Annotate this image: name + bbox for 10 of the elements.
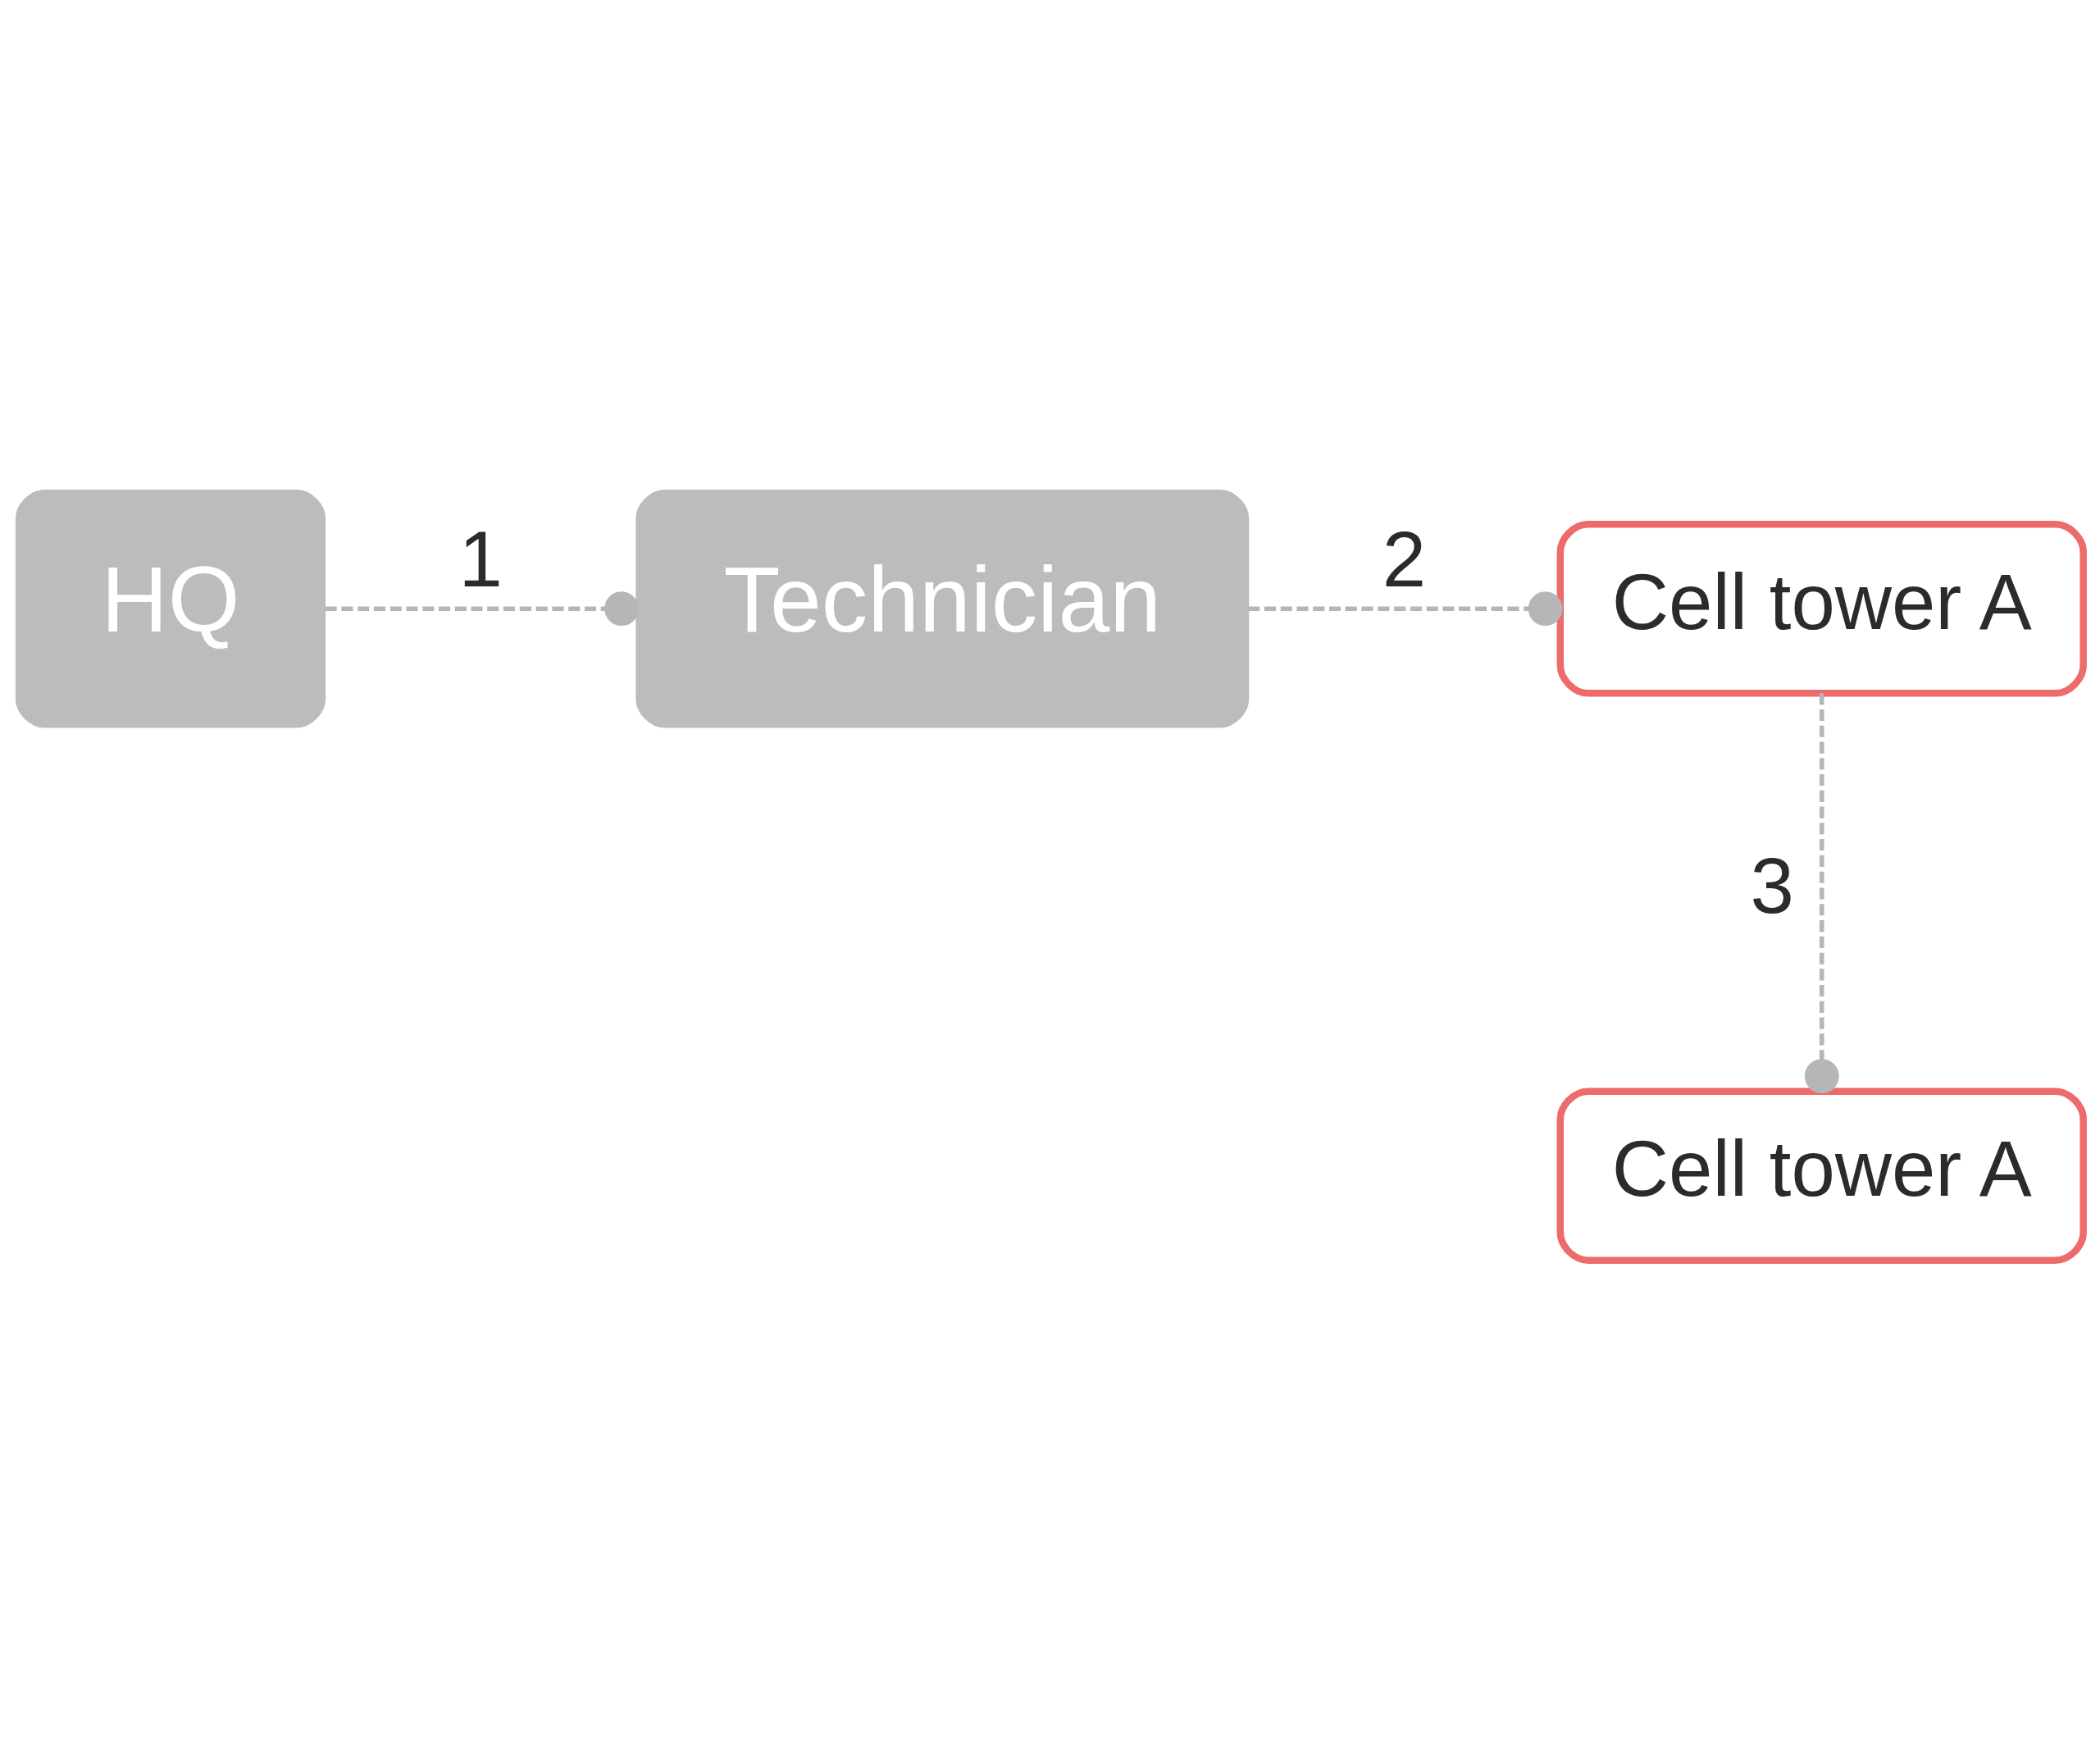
connector [1248, 591, 1563, 627]
edge-label: 2 [1382, 514, 1426, 603]
node-box: Cell tower A [1556, 1088, 2087, 1264]
node-box: Cell tower A [1556, 520, 2087, 697]
node-box: HQ [15, 489, 326, 728]
connector [325, 591, 639, 627]
edge-label: 1 [458, 514, 503, 603]
node-box: Technician [635, 489, 1250, 728]
edge-label: 3 [1750, 841, 1794, 929]
connector [1804, 693, 1839, 1093]
